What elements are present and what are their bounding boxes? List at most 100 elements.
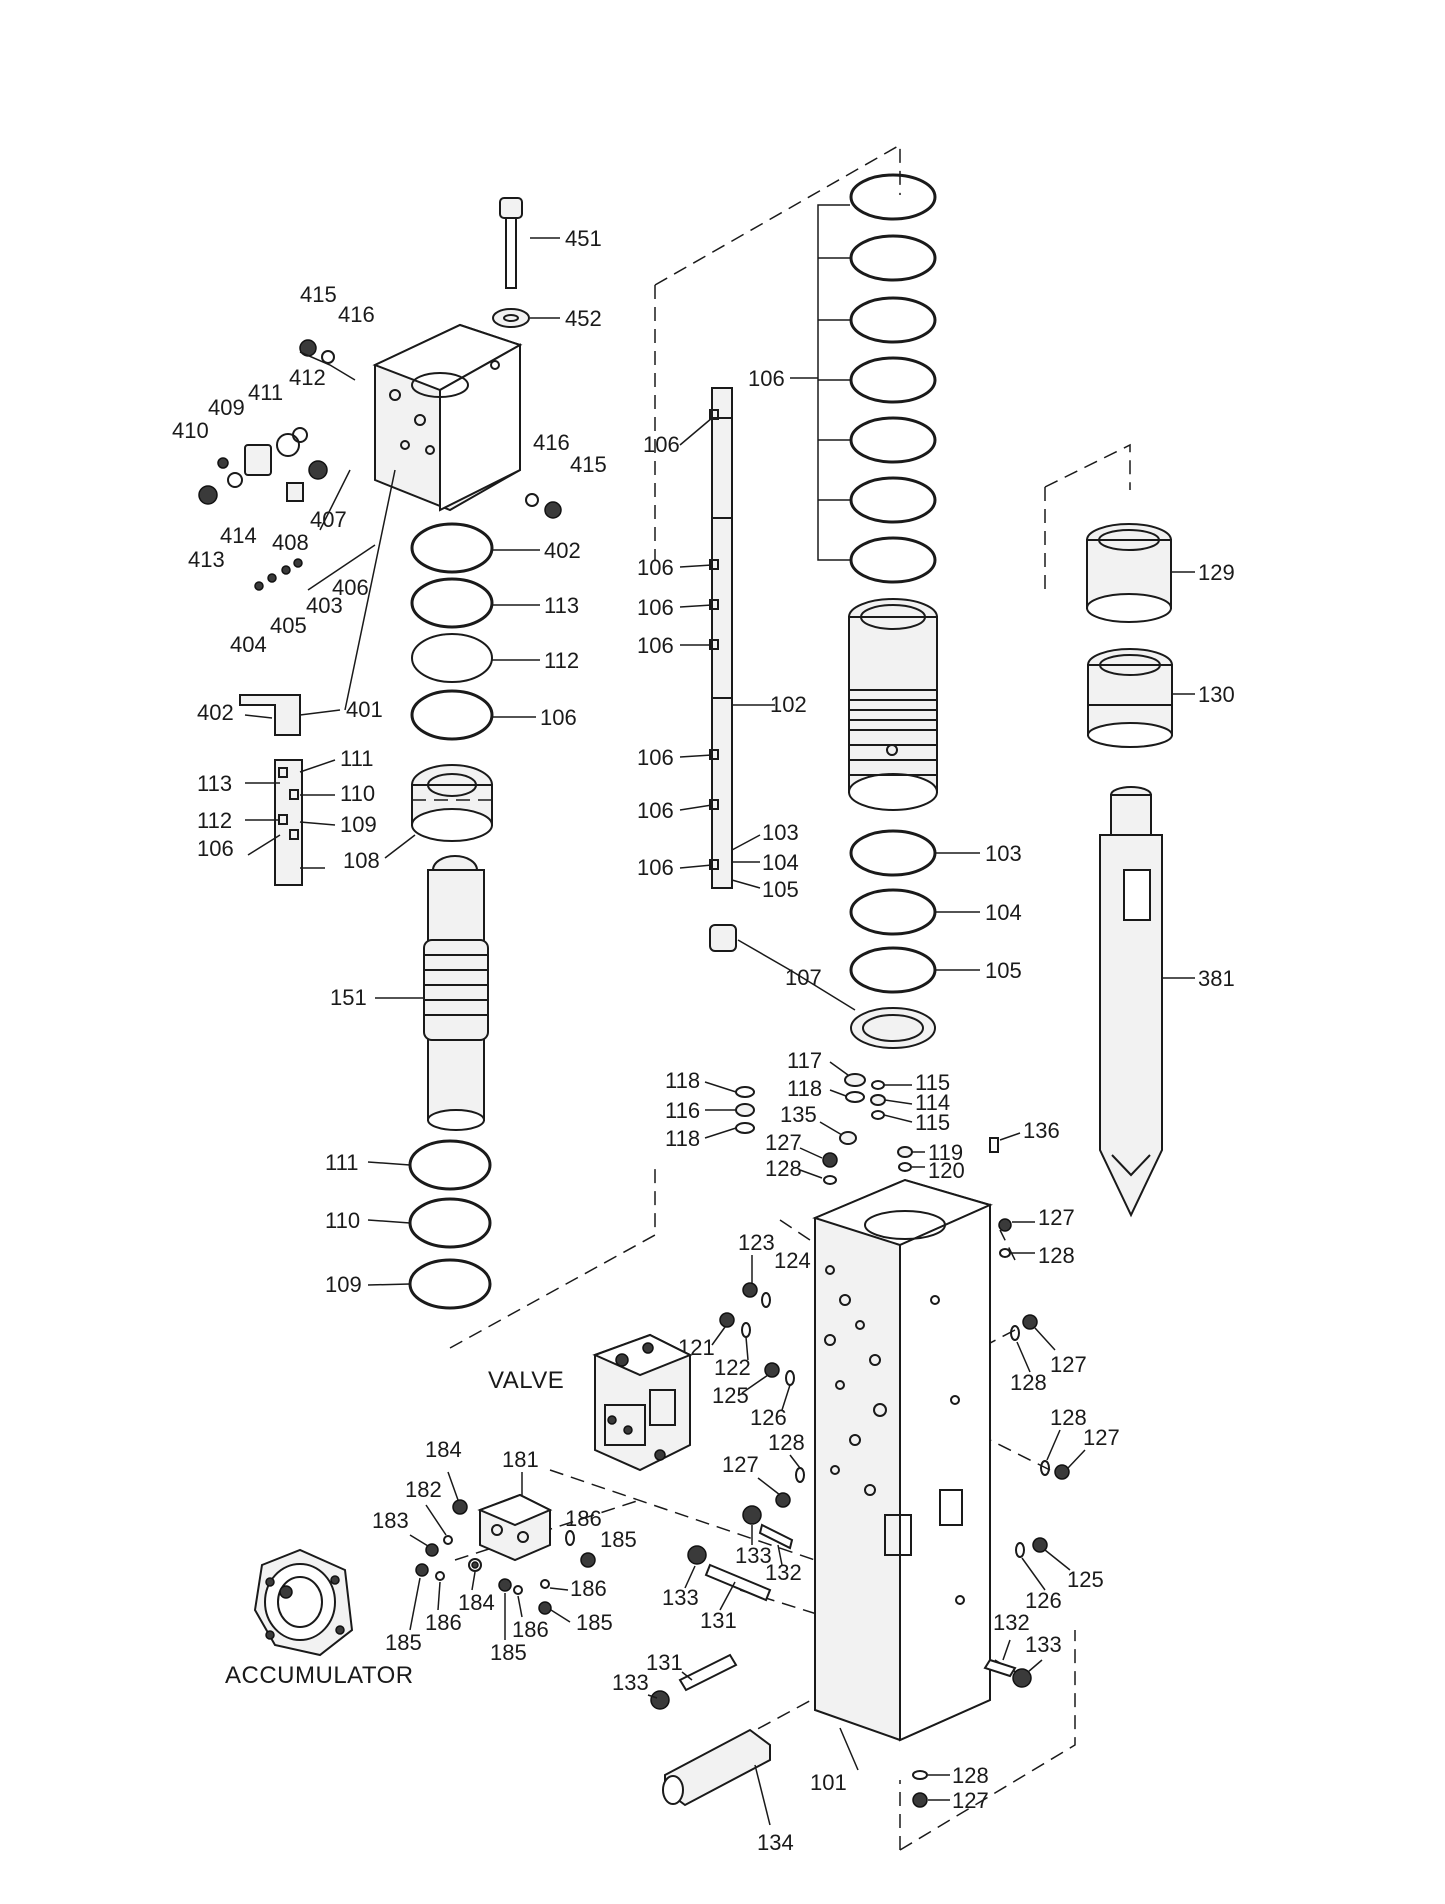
callout-406: 406 [332,575,369,600]
callout-415b: 415 [570,452,607,477]
callout-125a: 125 [712,1383,749,1408]
lower-sleeve-seals: 103 104 105 [849,829,1022,1049]
callout-112b: 112 [197,808,232,833]
callout-127a: 127 [765,1130,802,1155]
callout-106s2: 106 [637,555,674,580]
callout-404: 404 [230,632,267,657]
piston-151: 151 [330,855,489,1131]
callout-128d: 128 [1010,1370,1047,1395]
callout-118a: 118 [665,1068,700,1093]
callout-127d: 127 [1050,1352,1087,1377]
callout-127b: 127 [1038,1205,1075,1230]
callout-113b: 113 [197,771,232,796]
callout-104: 104 [985,900,1022,925]
callout-106s1: 106 [643,432,680,457]
callout-111b: 111 [325,1150,358,1175]
section-detail-seals: 113 112 106 111 110 109 [197,746,377,886]
callout-126b: 126 [1025,1588,1062,1613]
callout-129: 129 [1198,560,1235,585]
body-side-fittings: 123 124 121 122 125 126 128 127 128 127 … [678,1230,1120,1813]
callout-120: 120 [928,1158,965,1183]
callout-128a: 128 [765,1156,802,1181]
chisel-381: 381 [1099,786,1235,1218]
accumulator-label: ACCUMULATOR [225,1662,414,1689]
accumulator-assembly: ACCUMULATOR [225,1548,414,1689]
callout-402b: 402 [197,700,234,725]
callout-136: 136 [1023,1118,1060,1143]
callout-123: 123 [738,1230,775,1255]
callout-106a: 106 [540,705,577,730]
callout-131a: 131 [700,1608,737,1633]
callout-183: 183 [372,1508,409,1533]
callout-184: 184 [425,1437,462,1462]
callout-107: 107 [785,965,822,990]
callout-110: 110 [340,781,375,806]
callout-451: 451 [565,226,602,251]
callout-411: 411 [248,380,283,405]
callout-117: 117 [787,1048,822,1073]
callout-126a: 126 [750,1405,787,1430]
callout-103: 103 [985,841,1022,866]
callout-127e: 127 [1083,1425,1120,1450]
callout-416: 416 [338,302,375,327]
bolt-451: 451 [499,197,602,289]
callout-106s7: 106 [637,855,674,880]
callout-114: 114 [915,1090,950,1115]
callout-128b: 128 [1038,1243,1075,1268]
callout-128e: 128 [1050,1405,1087,1430]
callout-101: 101 [810,1770,847,1795]
callout-124: 124 [774,1248,811,1273]
section-detail-401: 402 401 [197,694,383,736]
callout-106r: 106 [748,366,785,391]
callout-401: 401 [346,697,383,722]
callout-111: 111 [340,746,373,771]
callout-415: 415 [300,282,337,307]
callout-408: 408 [272,530,309,555]
front-head-129: 129 [1086,523,1235,623]
assembly-guide-lines [449,143,1131,1851]
valve-label: VALVE [488,1367,564,1394]
cylinder-sleeve-102 [848,598,938,811]
callout-127c: 127 [722,1452,759,1477]
callout-185c: 185 [490,1640,527,1665]
cylinder-head-401 [372,323,523,512]
callout-135: 135 [780,1102,817,1127]
block-181-assembly: 181 184 182 183 186 185 186 184 185 186 … [372,1437,637,1665]
callout-116: 116 [665,1098,700,1123]
callout-186c: 186 [425,1610,462,1635]
callout-405: 405 [270,613,307,638]
callout-109b: 109 [325,1272,362,1297]
callout-113: 113 [544,593,579,618]
callout-108: 108 [343,848,380,873]
callout-119: 119 [928,1140,963,1165]
callout-133a: 133 [735,1543,772,1568]
callout-185d: 185 [576,1610,613,1635]
bushing-130: 130 [1087,648,1235,748]
callout-184b: 184 [458,1590,495,1615]
callout-412: 412 [289,365,326,390]
callout-125b: 125 [1067,1567,1104,1592]
callout-185b: 185 [385,1630,422,1655]
callout-112: 112 [544,648,579,673]
callout-105s: 105 [762,877,799,902]
callout-106s6: 106 [637,798,674,823]
seal-retainer-108: 108 [343,764,493,873]
callout-410: 410 [172,418,209,443]
callout-413: 413 [188,547,225,572]
callout-186a: 186 [565,1506,602,1531]
callout-128c: 128 [768,1430,805,1455]
callout-452: 452 [565,306,602,331]
left-seal-stack: 402 113 112 106 [410,522,581,741]
callout-118c: 118 [787,1076,822,1101]
callout-414: 414 [220,523,257,548]
callout-186b: 186 [570,1576,607,1601]
callout-403: 403 [306,593,343,618]
callout-182: 182 [405,1477,442,1502]
callout-130: 130 [1198,682,1235,707]
callout-122: 122 [714,1355,751,1380]
lower-left-rings: 111 110 109 [325,1139,492,1310]
callout-102: 102 [770,692,807,717]
callout-106s3: 106 [637,595,674,620]
callout-381: 381 [1198,966,1235,991]
